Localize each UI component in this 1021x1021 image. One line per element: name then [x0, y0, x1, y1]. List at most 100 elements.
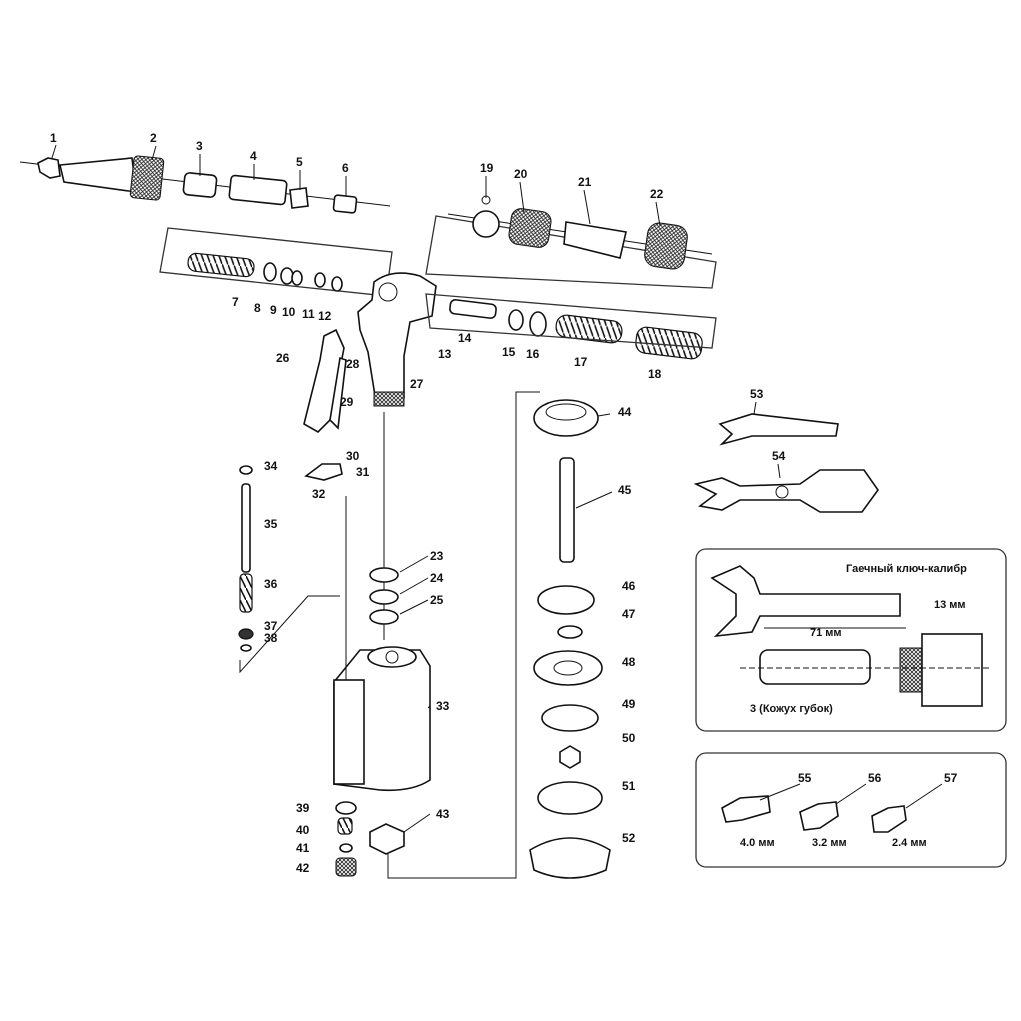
label-part-44: 44 — [618, 405, 632, 419]
pin-part-35 — [241, 483, 251, 573]
seal-part-51 — [537, 781, 603, 815]
spring-part-36 — [239, 573, 253, 613]
label-part-46: 46 — [622, 579, 636, 593]
trigger-arm-part-29 — [329, 356, 347, 430]
wrench-group — [693, 413, 879, 513]
label-part-10: 10 — [282, 305, 296, 319]
jaw-case-collar-part-2 — [129, 155, 165, 201]
nozzle-size-3-label: 3.2 мм — [812, 837, 847, 849]
lever-part-30 — [304, 463, 343, 481]
piston-part-48 — [533, 650, 603, 686]
jaw-pusher-part-3 — [182, 172, 218, 198]
wrench-part-54 — [693, 469, 879, 513]
head-assembly-group — [19, 155, 393, 297]
ring-tab-part-19 — [472, 210, 500, 238]
label-part-33: 33 — [436, 699, 450, 713]
label-part-8: 8 — [254, 301, 261, 315]
knurled-cap-part-22 — [644, 222, 688, 270]
nozzle-part-55 — [721, 795, 771, 823]
nozzle-part-1 — [37, 157, 61, 179]
piston-stack-group — [529, 399, 611, 879]
nut-part-50 — [559, 745, 581, 769]
disc-part-46 — [537, 585, 595, 615]
washer-part-8 — [263, 262, 277, 282]
nozzle-size-4-label: 4.0 мм — [740, 837, 775, 849]
spring-part-7 — [187, 252, 255, 278]
label-part-55: 55 — [798, 771, 812, 785]
nozzle-part-57 — [871, 805, 907, 833]
label-part-2: 2 — [150, 131, 157, 145]
label-part-47: 47 — [622, 607, 636, 621]
label-part-49: 49 — [622, 697, 636, 711]
label-part-3: 3 — [196, 139, 203, 153]
wrench-part-53 — [718, 413, 839, 446]
ring-part-12 — [331, 276, 343, 292]
label-part-7: 7 — [232, 295, 239, 309]
plug-part-39 — [335, 801, 357, 815]
sleeve-part-4 — [228, 174, 288, 206]
label-part-6: 6 — [342, 161, 349, 175]
ring-part-9 — [280, 267, 294, 285]
label-part-34: 34 — [264, 459, 278, 473]
label-part-48: 48 — [622, 655, 636, 669]
label-part-36: 36 — [264, 577, 278, 591]
rod-part-45 — [559, 457, 575, 563]
label-part-37: 37 — [264, 619, 278, 633]
nozzle-inset — [695, 752, 1007, 868]
label-part-41: 41 — [296, 841, 310, 855]
label-part-40: 40 — [296, 823, 310, 837]
label-part-17: 17 — [574, 355, 588, 369]
connector-part-5 — [289, 187, 309, 209]
label-part-27: 27 — [410, 377, 424, 391]
knurled-nut-part-20 — [508, 208, 552, 248]
label-part-22: 22 — [650, 187, 664, 201]
label-part-23: 23 — [430, 549, 444, 563]
label-part-21: 21 — [578, 175, 592, 189]
label-part-52: 52 — [622, 831, 636, 845]
spring-part-17 — [555, 314, 623, 344]
cap-part-42 — [335, 857, 357, 877]
housing-part-13 — [357, 272, 437, 403]
nut-part-6 — [332, 194, 358, 214]
label-part-1: 1 — [50, 131, 57, 145]
label-part-15: 15 — [502, 345, 516, 359]
trigger-part-26 — [303, 328, 345, 433]
nut-part-43 — [369, 823, 405, 855]
label-part-38: 38 — [264, 631, 278, 645]
label-part-30: 30 — [346, 449, 360, 463]
disc-part-49 — [541, 704, 599, 732]
label-part-5: 5 — [296, 155, 303, 169]
label-part-25: 25 — [430, 593, 444, 607]
label-part-13: 13 — [438, 347, 452, 361]
label-part-31: 31 — [356, 465, 370, 479]
length-71mm-label: 71 мм — [810, 627, 842, 639]
gauge-inset — [695, 548, 1007, 732]
label-part-28: 28 — [346, 357, 360, 371]
label-part-9: 9 — [270, 303, 277, 317]
label-part-24: 24 — [430, 571, 444, 585]
leader-lines — [51, 144, 943, 833]
label-part-4: 4 — [250, 149, 257, 163]
ring-part-10 — [291, 270, 303, 286]
label-part-32: 32 — [312, 487, 326, 501]
cone-part-21 — [563, 221, 627, 259]
oring-part-15 — [508, 309, 524, 331]
label-part-35: 35 — [264, 517, 278, 531]
label-part-45: 45 — [618, 483, 632, 497]
label-part-42: 42 — [296, 861, 310, 875]
ring-part-11 — [314, 272, 326, 288]
label-part-50: 50 — [622, 731, 636, 745]
label-part-43: 43 — [436, 807, 450, 821]
label-part-16: 16 — [526, 347, 540, 361]
cylinder-group — [333, 391, 540, 879]
nose-assembly-group — [425, 195, 717, 289]
cap-part-52 — [529, 837, 611, 879]
label-part-12: 12 — [318, 309, 332, 323]
nozzle-size-2-label: 2.4 мм — [892, 837, 927, 849]
label-part-56: 56 — [868, 771, 882, 785]
jaw-case-label: 3 (Кожух губок) — [750, 703, 833, 715]
label-part-20: 20 — [514, 167, 528, 181]
size-13mm-label: 13 мм — [934, 599, 966, 611]
washer-part-47 — [557, 625, 583, 639]
